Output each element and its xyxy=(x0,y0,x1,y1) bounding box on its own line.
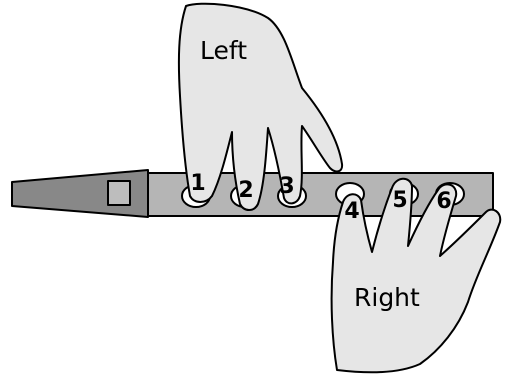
finger-number-6: 6 xyxy=(436,189,451,214)
left-hand xyxy=(177,2,344,211)
finger-number-3: 3 xyxy=(279,174,294,199)
finger-number-4: 4 xyxy=(344,199,359,224)
right-hand xyxy=(330,177,502,374)
finger-number-5: 5 xyxy=(392,188,407,213)
finger-number-2: 2 xyxy=(238,178,253,203)
left-hand-label: Left xyxy=(200,36,247,65)
right-hand-label: Right xyxy=(354,283,420,312)
whistle-window xyxy=(107,180,131,206)
finger-number-1: 1 xyxy=(190,171,205,196)
